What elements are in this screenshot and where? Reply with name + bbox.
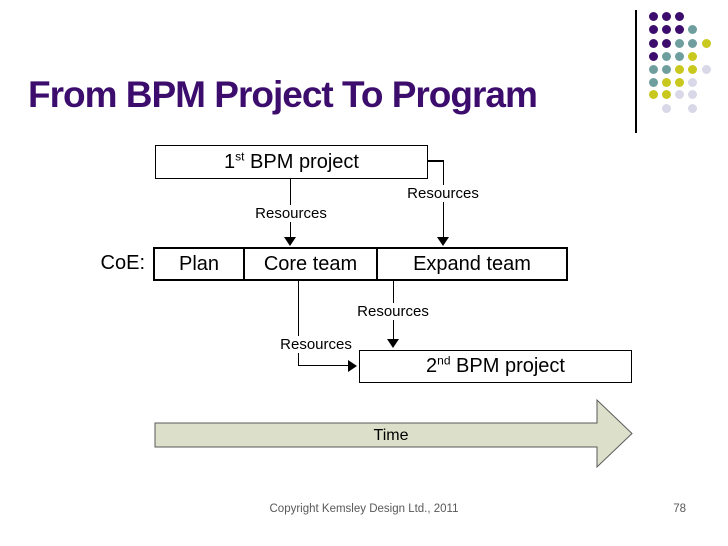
- phase-expand-team-label: Expand team: [413, 252, 531, 275]
- decor-dot: [675, 12, 684, 21]
- resources-label-3: Resources: [354, 303, 432, 320]
- connector-coreteam-project2-vertical: [297, 281, 299, 366]
- arrowhead-down-icon: [284, 237, 296, 246]
- decor-dot: [688, 52, 697, 61]
- decor-dot: [675, 65, 684, 74]
- decor-dot: [649, 12, 658, 21]
- page-title: From BPM Project To Program: [28, 74, 538, 115]
- decor-dot: [702, 65, 711, 74]
- project1-label: 1st BPM project: [224, 148, 359, 173]
- decor-dot: [662, 65, 671, 74]
- time-arrow-shape: [154, 398, 633, 469]
- phase-core-team-box: Core team: [243, 247, 378, 281]
- phase-plan-label: Plan: [178, 252, 220, 275]
- phase-plan-box: Plan: [153, 247, 245, 281]
- footer-copyright: Copyright Kemsley Design Ltd., 2011: [269, 503, 459, 515]
- vertical-rule: [635, 10, 637, 133]
- decor-dot: [688, 39, 697, 48]
- decor-dot: [675, 39, 684, 48]
- page-number: 78: [673, 503, 686, 515]
- connector-project1-expand-horizontal: [428, 160, 444, 162]
- arrowhead-right-icon: [348, 359, 357, 372]
- decor-dot: [675, 52, 684, 61]
- decor-dot: [662, 104, 671, 113]
- decor-dot: [688, 90, 697, 99]
- arrowhead-down-icon: [437, 237, 449, 246]
- connector-coreteam-project2-horizontal: [297, 364, 349, 366]
- decor-dot: [688, 65, 697, 74]
- decor-dot: [649, 65, 658, 74]
- resources-label-4: Resources: [277, 336, 355, 353]
- ordinal-superscript: st: [235, 148, 245, 163]
- project2-box: 2nd BPM project: [359, 350, 632, 383]
- project1-box: 1st BPM project: [155, 145, 428, 179]
- arrowhead-down-icon: [387, 339, 399, 348]
- decor-dot: [688, 78, 697, 87]
- phase-core-team-label: Core team: [263, 252, 358, 275]
- decor-dot: [675, 78, 684, 87]
- decor-dot: [662, 52, 671, 61]
- decor-dot: [662, 90, 671, 99]
- time-arrow: [154, 398, 633, 469]
- time-label: Time: [373, 427, 409, 444]
- resources-label-1: Resources: [252, 205, 330, 222]
- decor-dot: [662, 25, 671, 34]
- project2-label: 2nd BPM project: [426, 353, 565, 377]
- decor-dot: [688, 25, 697, 34]
- decor-dot: [662, 12, 671, 21]
- decor-dot: [649, 25, 658, 34]
- decor-dot: [702, 39, 711, 48]
- coe-label: CoE:: [100, 252, 145, 274]
- decor-dot: [675, 25, 684, 34]
- ordinal-superscript: nd: [437, 353, 451, 368]
- decor-dot: [649, 52, 658, 61]
- phase-expand-team-box: Expand team: [376, 247, 568, 281]
- resources-label-2: Resources: [404, 185, 482, 202]
- decor-dot: [649, 90, 658, 99]
- decor-dot: [688, 104, 697, 113]
- decor-dot: [662, 39, 671, 48]
- decor-dot: [662, 78, 671, 87]
- decor-dot: [649, 39, 658, 48]
- decor-dot: [675, 90, 684, 99]
- decor-dot: [649, 78, 658, 87]
